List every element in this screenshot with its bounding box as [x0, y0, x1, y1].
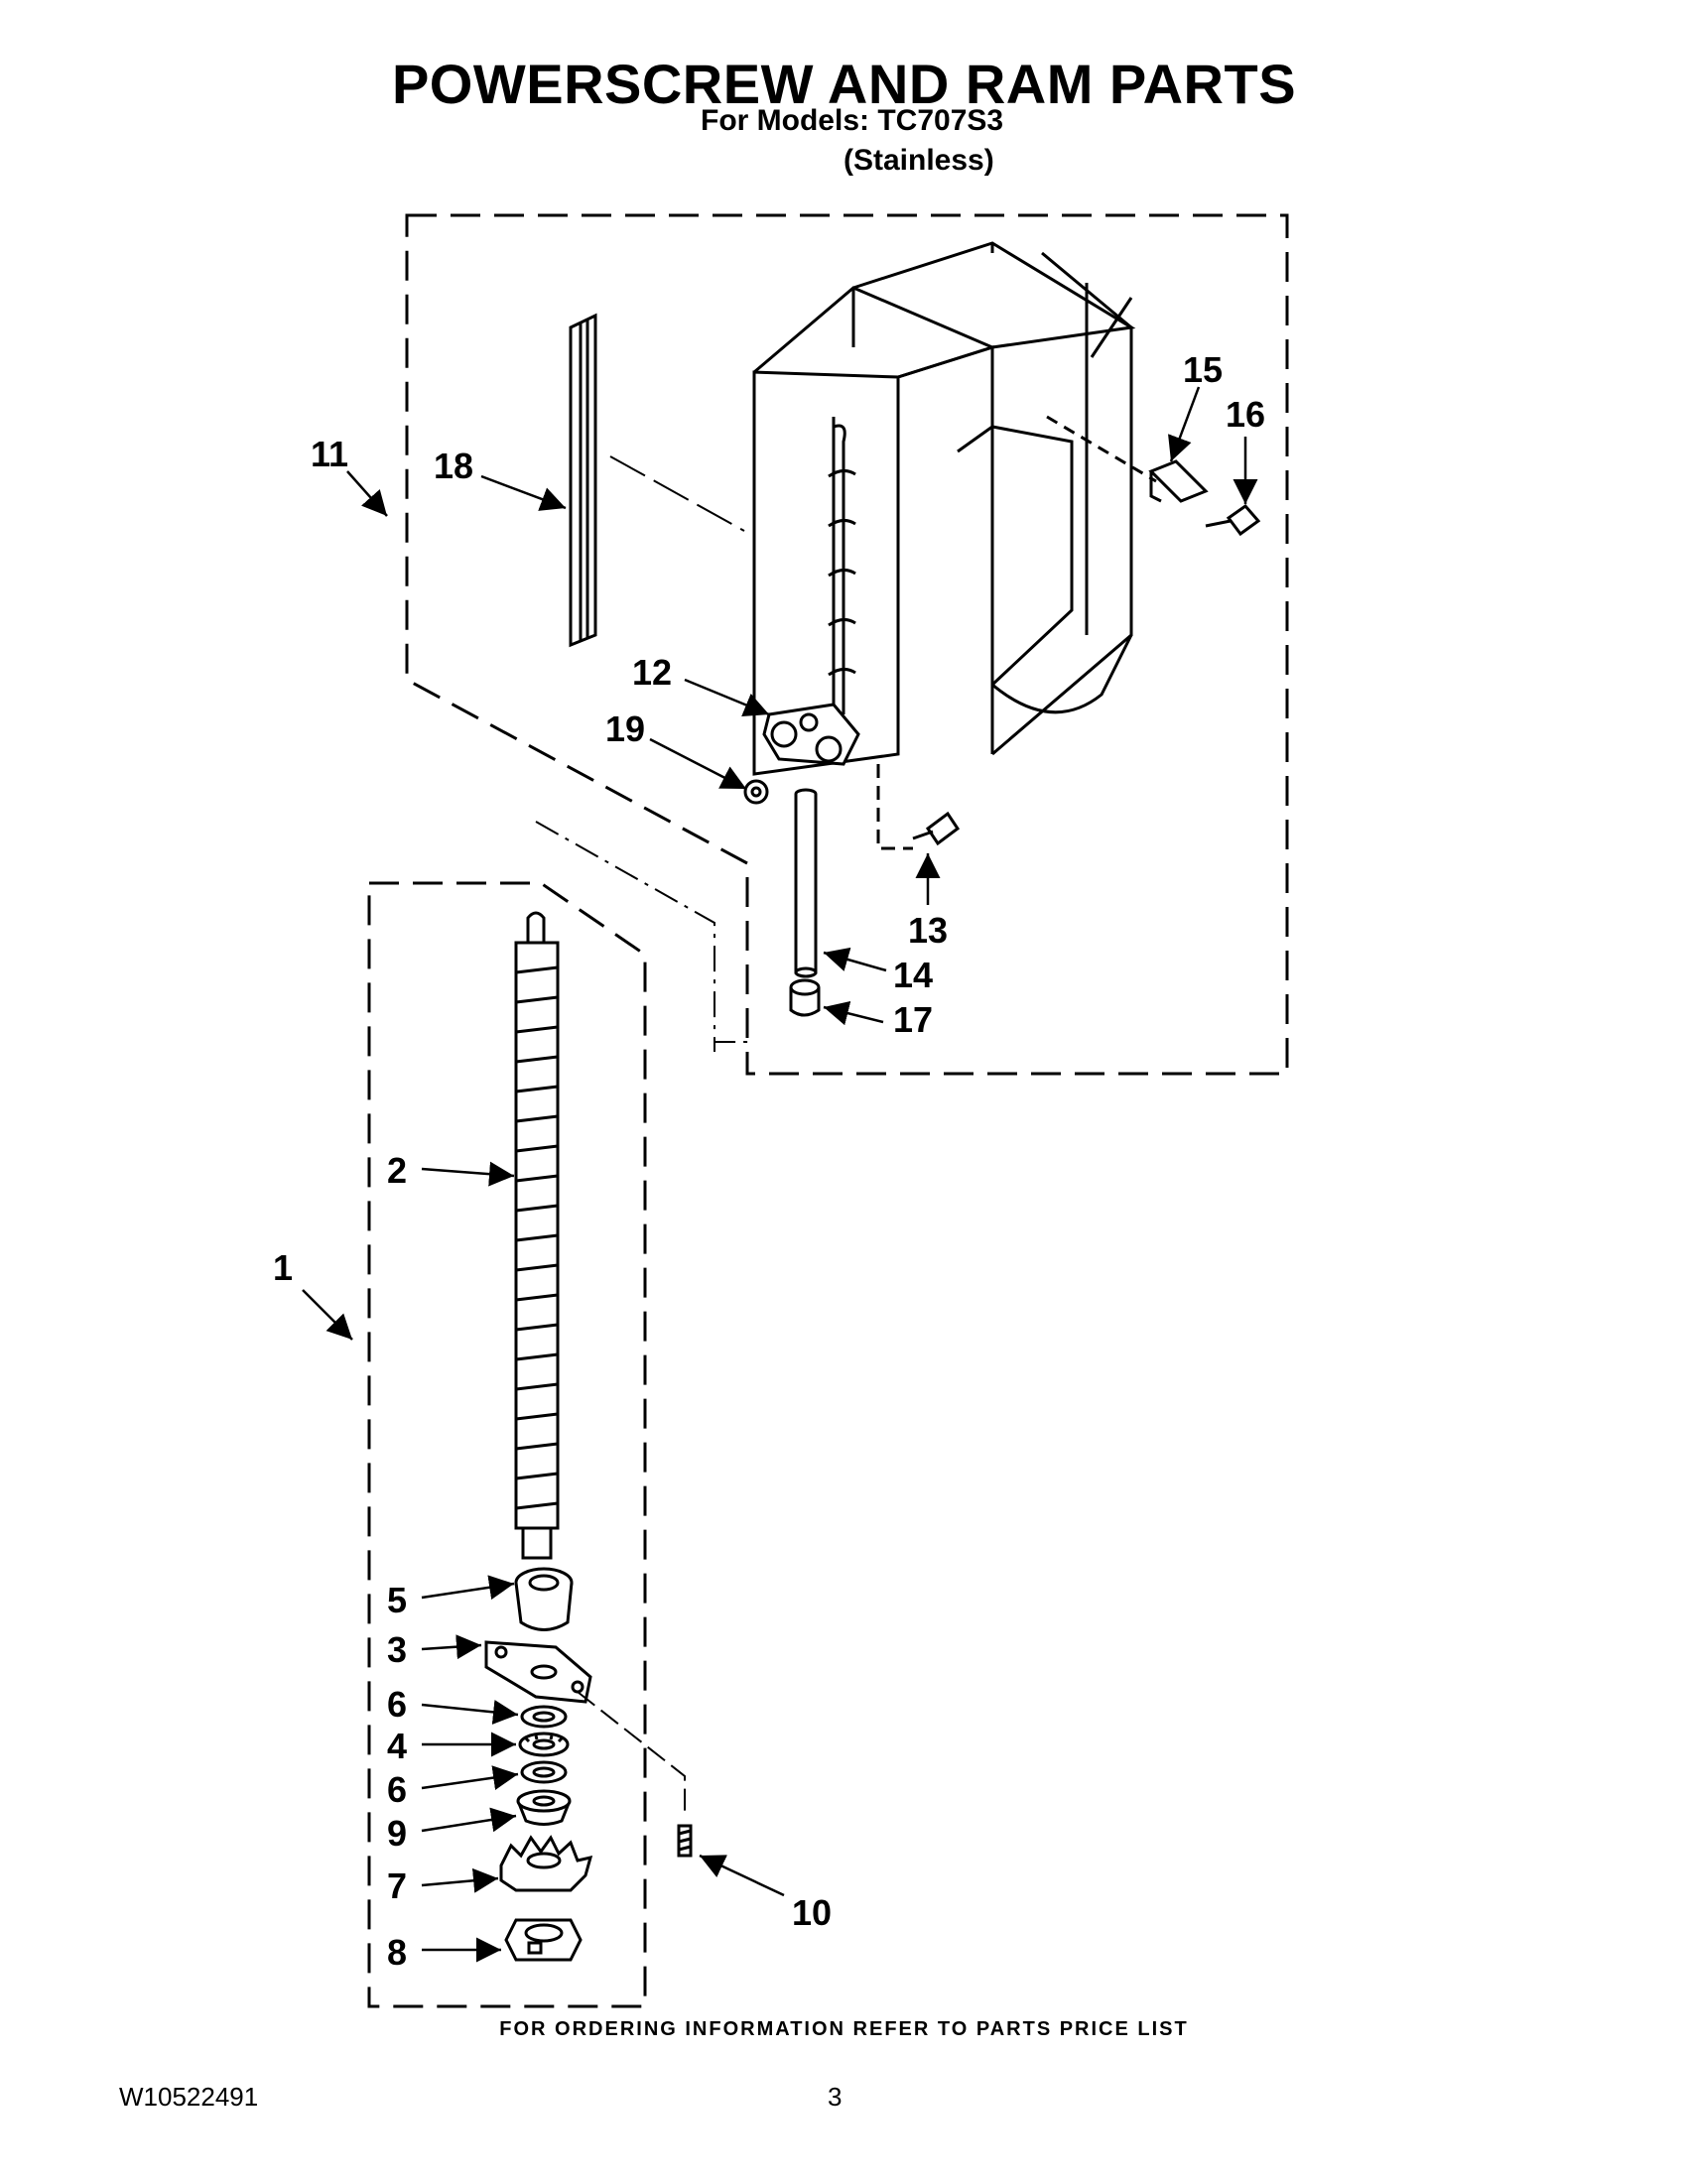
- callout-10: 10: [792, 1892, 832, 1933]
- rail-strip-part: [569, 313, 597, 648]
- washer-top-part: [520, 1705, 568, 1729]
- model-number: For Models: TC707S3: [701, 104, 1004, 137]
- cup-washer-part: [516, 1789, 572, 1826]
- callout-5: 5: [387, 1580, 407, 1620]
- mounting-plate-part: [484, 1640, 592, 1704]
- washer-bottom-part: [520, 1760, 568, 1784]
- callout-15: 15: [1183, 349, 1223, 390]
- model-finish: (Stainless): [844, 144, 994, 177]
- page-title: POWERSCREW AND RAM PARTS: [391, 53, 1297, 115]
- powerscrew-assembly-boundary: [367, 881, 647, 2008]
- ram-screw-part: [876, 764, 961, 850]
- nut-part: [504, 1918, 583, 1962]
- ram-screw-nut: [828, 424, 856, 714]
- bracket-screw-part: [1205, 503, 1261, 537]
- callout-19: 19: [605, 708, 645, 749]
- bearing-part: [514, 1567, 574, 1631]
- callout-3: 3: [387, 1629, 407, 1670]
- page-number: 3: [828, 2082, 843, 2112]
- ram-assembly-boundary: [405, 213, 1289, 1076]
- callout-arrows: [302, 386, 1258, 1963]
- clip-part: [743, 779, 769, 805]
- callout-12: 12: [632, 652, 672, 693]
- callout-14: 14: [893, 955, 933, 995]
- powerscrew-part: [514, 911, 560, 1560]
- document-number: W10522491: [119, 2082, 259, 2112]
- callout-7: 7: [387, 1865, 407, 1906]
- plate-screw-part: [677, 1824, 693, 1858]
- callout-9: 9: [387, 1813, 407, 1854]
- sprocket-part: [499, 1835, 593, 1892]
- callout-8: 8: [387, 1932, 407, 1973]
- alignment-phantom-line: [535, 821, 754, 1052]
- ordering-note: FOR ORDERING INFORMATION REFER TO PARTS …: [499, 2018, 1189, 2040]
- thrust-bearing-part: [518, 1732, 570, 1757]
- callout-18: 18: [434, 446, 473, 486]
- callout-6b: 6: [387, 1769, 407, 1810]
- ram: [752, 241, 1136, 776]
- callout-labels: 11 18 12 19 13 14 17 15 16 1 2 5 3 6 4 6…: [273, 349, 1265, 1973]
- callout-17: 17: [893, 999, 933, 1040]
- side-bracket-part: [1046, 415, 1209, 503]
- callout-11: 11: [311, 434, 348, 474]
- callout-4: 4: [387, 1726, 407, 1766]
- callout-16: 16: [1226, 394, 1265, 435]
- rail-alignment-line: [609, 455, 745, 532]
- callout-6a: 6: [387, 1684, 407, 1725]
- callout-2: 2: [387, 1150, 407, 1191]
- bushing-part: [789, 978, 821, 1017]
- callout-1: 1: [273, 1247, 293, 1288]
- callout-13: 13: [908, 910, 948, 951]
- ram-bracket-part: [762, 703, 860, 766]
- plate-screw-alignment-line: [577, 1691, 686, 1816]
- guide-pin-part: [794, 788, 818, 978]
